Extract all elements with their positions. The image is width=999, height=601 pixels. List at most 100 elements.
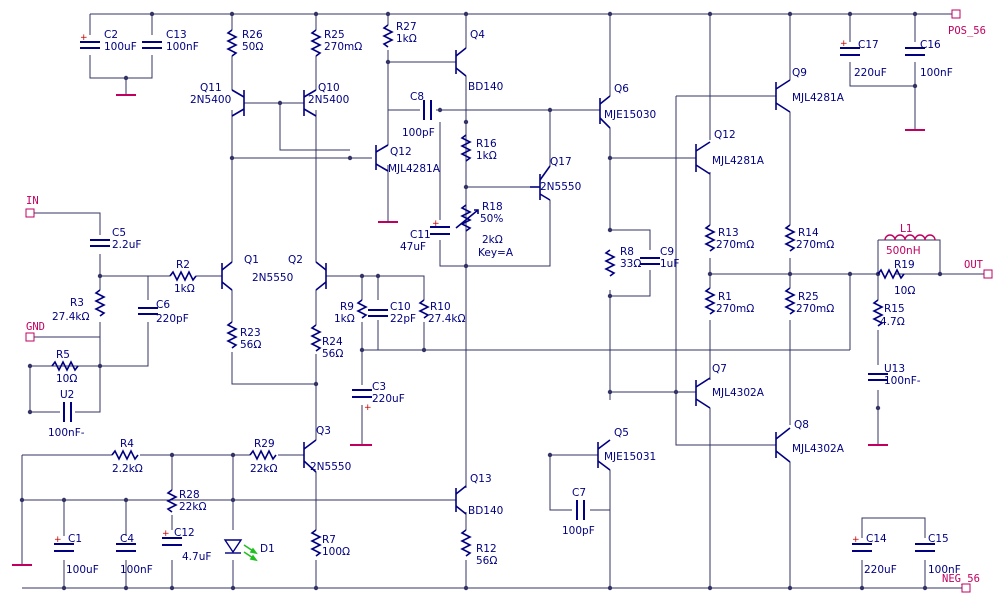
svg-text:R18: R18 [482,201,503,213]
svg-text:220uF: 220uF [864,564,897,576]
svg-text:2kΩ: 2kΩ [482,234,503,246]
svg-text:MJL4281A: MJL4281A [792,92,845,104]
svg-text:100nF: 100nF [120,564,153,576]
svg-text:C15: C15 [928,533,949,545]
svg-text:4.7Ω: 4.7Ω [880,316,905,328]
svg-text:U13: U13 [884,363,905,375]
svg-text:C4: C4 [120,533,134,545]
port-pos: POS_56 [915,9,986,37]
transistor-Q1: Q1 [221,254,259,291]
svg-text:R28: R28 [179,489,200,501]
transistor-Q17: Q17 2N5550 [530,156,581,201]
svg-text:2N5400: 2N5400 [308,94,349,106]
svg-text:1kΩ: 1kΩ [476,150,497,162]
svg-text:U2: U2 [60,389,74,401]
svg-text:+: + [852,535,860,545]
svg-text:R14: R14 [798,227,819,239]
svg-text:Q1: Q1 [244,254,259,266]
svg-text:2.2kΩ: 2.2kΩ [112,463,143,475]
svg-text:10Ω: 10Ω [894,285,915,297]
svg-text:22kΩ: 22kΩ [250,463,277,475]
svg-text:1uF: 1uF [660,258,679,270]
svg-text:C5: C5 [112,227,126,239]
svg-text:+: + [80,33,88,43]
svg-text:Q11: Q11 [200,82,222,94]
port-pos-label: POS_56 [948,25,986,37]
svg-text:C13: C13 [166,29,187,41]
svg-text:100pF: 100pF [562,525,595,537]
svg-text:2N5550: 2N5550 [310,461,351,473]
svg-text:Key=A: Key=A [478,247,514,259]
svg-text:100uF: 100uF [104,41,137,53]
svg-text:2N5550: 2N5550 [252,272,293,284]
svg-text:56Ω: 56Ω [322,348,343,360]
capacitor-C4: C4 100nF [116,533,153,576]
svg-text:Q7: Q7 [712,363,727,375]
svg-text:+: + [364,403,372,413]
transistor-Q13: Q12 MJL4281A [375,144,441,175]
svg-text:R10: R10 [430,301,451,313]
transistor-Q10: Q10 2N5400 [303,82,349,117]
transistor-Q4: Q4 BD140 [455,29,503,93]
svg-text:C12: C12 [174,527,195,539]
svg-text:R29: R29 [254,438,275,450]
svg-text:R2: R2 [176,259,190,271]
svg-text:100nF: 100nF [920,67,953,79]
svg-text:Q17: Q17 [550,156,572,168]
capacitor-C5: C52.2uF [90,227,141,251]
transistor-Q11: Q11 2N5400 [190,82,245,117]
svg-text:1kΩ: 1kΩ [334,313,355,325]
svg-text:22pF: 22pF [390,313,416,325]
transistor-Q12: Q12 MJL4281A [695,129,765,175]
svg-text:Q2: Q2 [288,254,303,266]
svg-text:BD140: BD140 [468,81,503,93]
svg-text:R3: R3 [70,297,84,309]
svg-text:100pF: 100pF [402,127,435,139]
svg-text:100uF: 100uF [66,564,99,576]
svg-text:C9: C9 [660,246,674,258]
svg-text:MJE15030: MJE15030 [604,109,656,121]
svg-text:220pF: 220pF [156,313,189,325]
r25-ref-placeholder: R25 [798,291,819,303]
svg-text:Q3: Q3 [316,425,331,437]
potentiometer-R18: R18 50% 2kΩ Key=A [455,201,514,259]
svg-text:R26: R26 [242,29,263,41]
transistor-Q5: Q5 MJE15031 [597,427,656,471]
transistor-Q2: Q2 2N5550 [252,254,327,291]
svg-text:R23: R23 [240,327,261,339]
svg-text:R13: R13 [718,227,739,239]
svg-text:100nF-: 100nF- [48,427,85,439]
svg-text:270mΩ: 270mΩ [796,239,834,251]
svg-text:R24: R24 [322,336,343,348]
svg-text:2.2uF: 2.2uF [112,239,141,251]
svg-text:2N5400: 2N5400 [190,94,231,106]
port-neg: NEG_56 [942,573,980,593]
svg-text:R16: R16 [476,138,497,150]
svg-text:47uF: 47uF [400,241,426,253]
svg-text:27.4kΩ: 27.4kΩ [428,313,465,325]
svg-text:10Ω: 10Ω [56,373,77,385]
led-label: D1 [260,543,275,555]
svg-text:R25: R25 [324,29,345,41]
svg-text:BD140: BD140 [468,505,503,517]
